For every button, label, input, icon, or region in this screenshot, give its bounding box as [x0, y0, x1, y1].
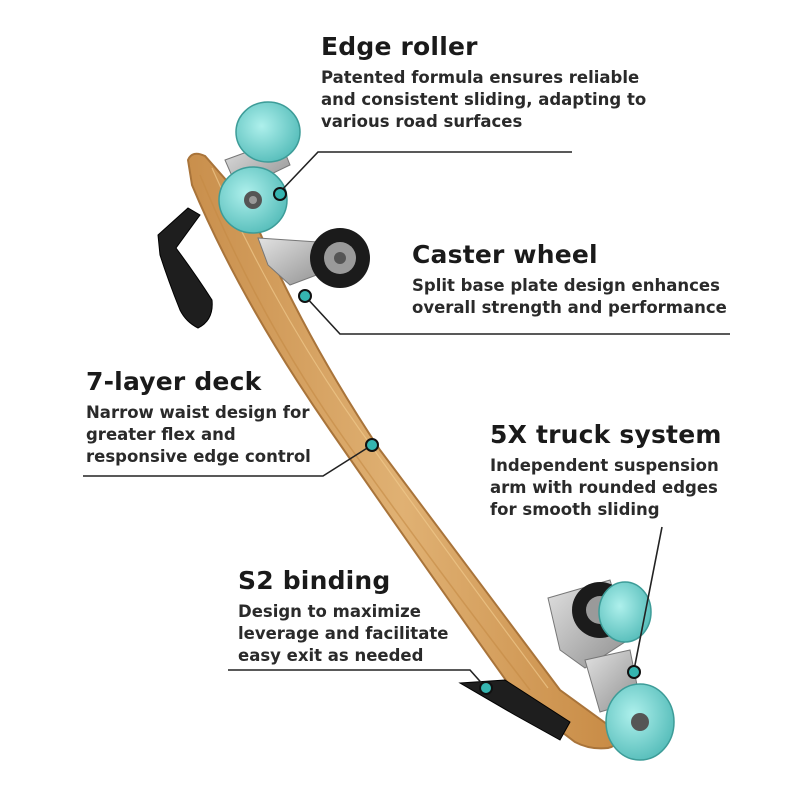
description-line: leverage and facilitate — [238, 624, 449, 643]
callout-title: 7-layer deck — [86, 367, 262, 396]
callout-title: Caster wheel — [412, 240, 598, 269]
dot-caster-wheel — [298, 289, 312, 303]
leader-deck — [83, 444, 373, 477]
leader-caster-wheel — [304, 295, 730, 335]
marker-dots — [273, 187, 641, 695]
callout-description: Narrow waist design for greater flex and… — [86, 402, 311, 468]
callout-title: S2 binding — [238, 566, 391, 595]
rear-truck — [547, 579, 675, 761]
description-line: easy exit as needed — [238, 646, 424, 665]
callout-deck: 7-layer deck Narrow waist design for gre… — [86, 367, 311, 468]
description-line: responsive edge control — [86, 447, 311, 466]
description-line: Narrow waist design for — [86, 403, 310, 422]
leader-edge-roller — [279, 151, 572, 193]
callout-description: Split base plate design enhances overall… — [412, 275, 727, 319]
dot-deck — [365, 438, 379, 452]
callout-binding: S2 binding Design to maximize leverage a… — [238, 566, 448, 667]
callout-title: 5X truck system — [490, 420, 722, 449]
rear-binding — [458, 679, 571, 741]
leader-binding — [228, 669, 487, 689]
description-line: Design to maximize — [238, 602, 421, 621]
description-line: and consistent sliding, adapting to — [321, 90, 647, 109]
caster-wheel-top — [257, 228, 370, 288]
front-binding — [157, 207, 213, 329]
callout-caster-wheel: Caster wheel Split base plate design enh… — [412, 240, 727, 319]
description-line: various road surfaces — [321, 112, 523, 131]
description-line: Split base plate design enhances — [412, 276, 720, 295]
callout-description: Design to maximize leverage and facilita… — [238, 601, 448, 667]
callout-edge-roller: Edge roller Patented formula ensures rel… — [321, 32, 646, 133]
leader-lines — [83, 151, 730, 689]
callout-description: Independent suspension arm with rounded … — [490, 455, 722, 521]
description-line: greater flex and — [86, 425, 236, 444]
description-line: arm with rounded edges — [490, 478, 718, 497]
edge-roller-top — [218, 101, 301, 234]
dot-edge-roller — [273, 187, 287, 201]
description-line: for smooth sliding — [490, 500, 660, 519]
description-line: Patented formula ensures reliable — [321, 68, 640, 87]
callout-title: Edge roller — [321, 32, 478, 61]
callout-description: Patented formula ensures reliable and co… — [321, 67, 646, 133]
callout-truck: 5X truck system Independent suspension a… — [490, 420, 722, 521]
dot-truck — [627, 665, 641, 679]
dot-binding — [479, 681, 493, 695]
description-line: overall strength and performance — [412, 298, 727, 317]
leader-truck — [633, 526, 663, 671]
description-line: Independent suspension — [490, 456, 719, 475]
